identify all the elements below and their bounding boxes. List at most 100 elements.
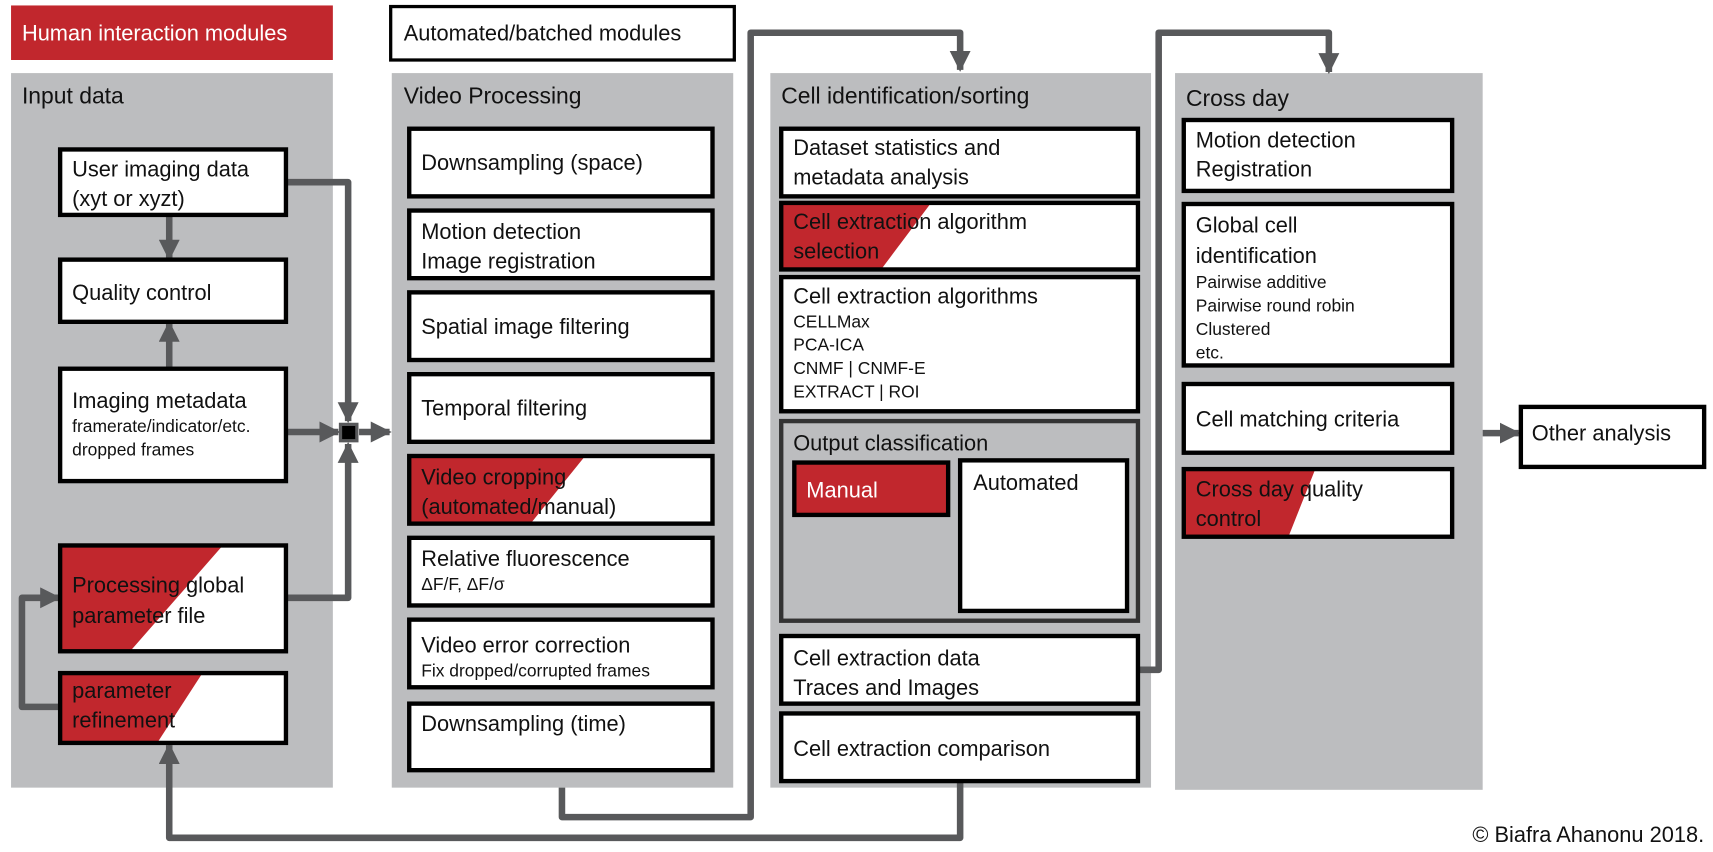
module-box-3-0-title-line: Registration [1196, 157, 1312, 182]
module-box-2-4-border [779, 711, 1141, 784]
module-box-1-6-bg [409, 619, 713, 688]
module-box-1-6-border [407, 617, 715, 690]
module-box-3-1-title-line: identification [1196, 243, 1317, 268]
module-box-1-5-border [407, 535, 715, 608]
module-box-2-3-border [779, 633, 1141, 706]
module-box-3-2: Cell matching criteria [1181, 381, 1455, 455]
module-box-1-1-title-line: Image registration [421, 248, 595, 273]
module-box-2-2: Cell extraction algorithmsCELLMaxPCA-ICA… [779, 274, 1141, 414]
module-box-0-2-border [57, 366, 289, 484]
module-box-0-0-title-line: (xyt or xyzt) [72, 186, 185, 211]
module-box-3-2-bg [1183, 384, 1453, 453]
module-box-2-0-title-line: Dataset statistics and [793, 135, 1000, 160]
module-box-3-3-title-line: Cross day quality [1196, 476, 1363, 501]
module-box-1-4-human-fill [409, 456, 586, 524]
module-box-1-3-title-line: Temporal filtering [421, 396, 587, 421]
module-box-1-4: Video cropping(automated/manual) [407, 453, 715, 526]
module-box-2-3-title-line: Cell extraction data [793, 645, 980, 670]
module-box-0-0-bg [60, 149, 286, 215]
module-box-1-5-bg [409, 537, 713, 606]
module-box-1-0: Downsampling (space) [407, 126, 715, 199]
arrow-video-to-cell [558, 29, 971, 821]
module-box-3-2-title-line: Cell matching criteria [1196, 407, 1400, 432]
module-box-2-1-title-line: selection [793, 239, 879, 264]
arrow-refinement-loop [18, 587, 62, 711]
module-box-0-0-border [57, 147, 289, 218]
module-box-0-3-human-fill [60, 545, 223, 652]
module-box-1-6-detail-line: Fix dropped/corrupted frames [421, 660, 650, 680]
panel-title: Cross day [1186, 85, 1290, 111]
module-box-2-4-title-line: Cell extraction comparison [793, 736, 1050, 761]
module-box-0-2: Imaging metadataframerate/indicator/etc.… [57, 366, 289, 484]
module-box-2-2-detail-line: PCA-ICA [793, 335, 864, 355]
module-box-2-3-bg [781, 636, 1138, 704]
module-box-0-3-border [57, 543, 289, 654]
module-box-3-0-title-line: Motion detection [1196, 127, 1356, 152]
legend-automated-swatch [389, 4, 736, 62]
module-box-0-0: User imaging data(xyt or xyzt) [57, 147, 289, 218]
output-classification-title: Output classification [793, 431, 988, 456]
module-box-1-1-title-line: Motion detection [421, 219, 581, 244]
arrow-param-file-to-junction [285, 441, 359, 602]
module-box-3-1-bg [1183, 204, 1453, 366]
module-box-2-2-detail-line: EXTRACT | ROI [793, 382, 919, 402]
module-box-1-0-border [407, 126, 715, 199]
module-box-0-2-bg [60, 368, 286, 482]
panel-title: Input data [22, 83, 124, 109]
module-box-1-2: Spatial image filtering [407, 290, 715, 363]
module-box-1-6-title-line: Video error correction [421, 632, 630, 657]
module-box-0-1: Quality control [57, 257, 289, 324]
module-box-1-2-title-line: Spatial image filtering [421, 314, 629, 339]
module-box-0-4-human-fill [60, 673, 203, 743]
module-box-3-2-border [1181, 381, 1455, 455]
module-box-1-4-border [407, 453, 715, 526]
panel-title: Video Processing [404, 83, 582, 109]
module-box-3-1-detail-line: Pairwise round robin [1196, 295, 1355, 315]
module-box-1-7-bg [409, 703, 713, 771]
module-box-3-3-border [1181, 466, 1455, 539]
module-box-2-2-bg [781, 277, 1138, 412]
module-box-0-1-bg [60, 259, 286, 322]
module-box-2-2-detail-line: CELLMax [793, 311, 870, 331]
module-box-1-2-bg [409, 292, 713, 360]
module-box-1-0-bg [409, 128, 713, 197]
copyright-text: © Biafra Ahanonu 2018. [1472, 822, 1704, 847]
other-analysis-box [1518, 404, 1707, 470]
module-box-2-1-border [779, 200, 1141, 272]
arrow-cell-data-to-crossday [1137, 29, 1340, 674]
other-analysis-label: Other analysis [1532, 421, 1671, 446]
module-box-1-1-bg [409, 210, 713, 279]
module-box-2-2-border [779, 274, 1141, 414]
module-box-3-0-border [1181, 117, 1455, 194]
legend-human-swatch [11, 5, 333, 61]
module-box-3-1-detail-line: Clustered [1196, 319, 1271, 339]
merge-junction [338, 422, 359, 443]
module-box-2-3-title-line: Traces and Images [793, 675, 979, 700]
module-box-3-0-bg [1183, 120, 1453, 191]
module-box-0-4-border [57, 670, 289, 746]
automated-label: Automated [973, 470, 1078, 495]
module-box-1-7-title-line: Downsampling (time) [421, 711, 626, 736]
arrow-user-data-to-junction [285, 178, 359, 424]
module-box-0-3-title-line: parameter file [72, 603, 205, 628]
module-box-1-4-title-line: Video cropping [421, 464, 566, 489]
module-box-0-2-detail-line: framerate/indicator/etc. [72, 416, 250, 436]
module-box-3-1-detail-line: Pairwise additive [1196, 272, 1327, 292]
module-box-2-0: Dataset statistics and metadata analysis [779, 126, 1141, 199]
module-box-2-0-border [779, 126, 1141, 199]
module-box-2-0-title-line: metadata analysis [793, 164, 969, 189]
module-box-1-0-title-line: Downsampling (space) [421, 150, 643, 175]
module-box-2-0-bg [781, 128, 1138, 197]
module-box-0-1-border [57, 257, 289, 324]
module-box-1-2-border [407, 290, 715, 363]
module-box-1-5-detail-line: ΔF/F, ΔF/σ [421, 574, 505, 594]
manual-label: Manual [806, 477, 878, 502]
